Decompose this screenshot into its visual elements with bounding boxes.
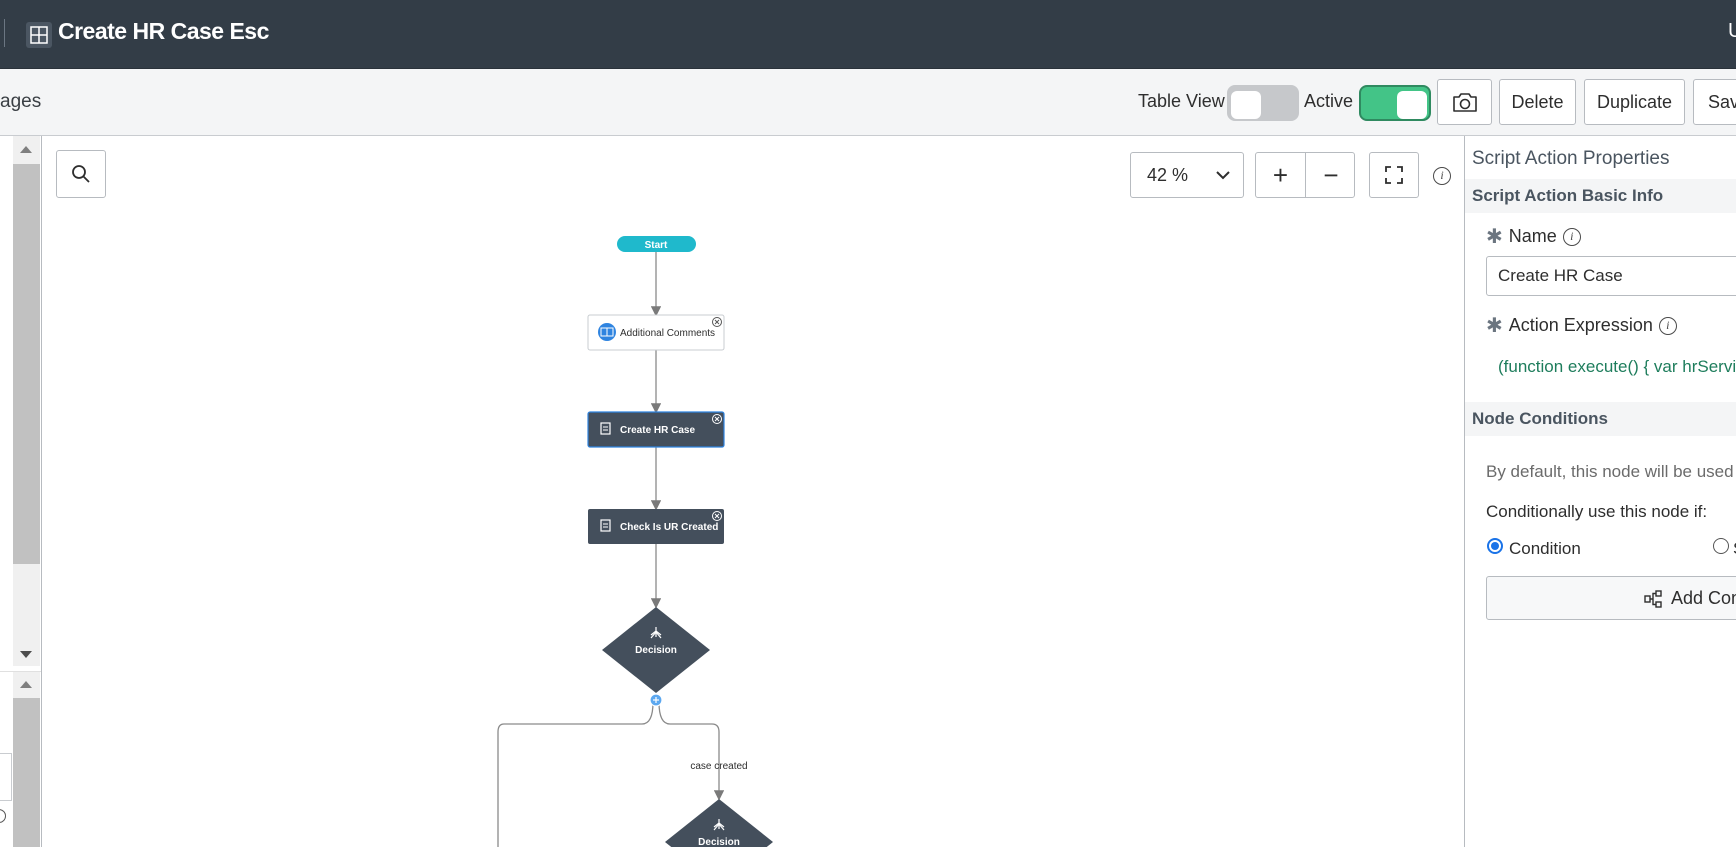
duplicate-button[interactable]: Duplicate: [1584, 79, 1685, 125]
branch-icon: [650, 627, 662, 639]
delete-button[interactable]: Delete: [1499, 79, 1576, 125]
check-created-node[interactable]: Check Is UR Created: [588, 509, 724, 544]
fit-to-screen-button[interactable]: [1369, 152, 1419, 198]
left-nav-label[interactable]: ages: [0, 91, 42, 112]
scrollbar-thumb[interactable]: [13, 698, 40, 847]
default-usage-text: By default, this node will be used: [1486, 462, 1734, 481]
info-button[interactable]: i: [1433, 166, 1451, 185]
start-node-label: Start: [645, 240, 668, 251]
radio-edge-icon: [0, 809, 6, 823]
toggle-knob: [1231, 91, 1261, 119]
node-conditions-section-header[interactable]: Node Conditions: [1465, 402, 1736, 436]
scroll-up-arrow-icon[interactable]: [20, 681, 32, 688]
required-asterisk-icon: ✱: [1486, 226, 1503, 248]
search-icon: [72, 165, 90, 183]
save-button[interactable]: Save: [1693, 79, 1736, 125]
branch-icon: [713, 819, 725, 831]
zoom-value: 42 %: [1147, 165, 1189, 185]
condition-tree-icon: [1644, 590, 1662, 608]
scroll-down-arrow-icon[interactable]: [20, 651, 32, 658]
script-icon: [600, 422, 611, 435]
zoom-select[interactable]: 42 %: [1130, 152, 1244, 198]
name-input[interactable]: Create HR Case: [1486, 256, 1736, 296]
camera-icon: [1452, 93, 1477, 112]
add-branch-icon[interactable]: [649, 693, 663, 707]
header-divider: [4, 19, 5, 47]
node-conditions-heading: Node Conditions: [1472, 409, 1608, 428]
decision-label: Decision: [635, 645, 677, 656]
active-toggle[interactable]: [1359, 85, 1431, 121]
info-icon[interactable]: i: [1658, 316, 1677, 335]
toggle-knob: [1397, 91, 1427, 119]
screenshot-button[interactable]: [1437, 79, 1492, 125]
condition-radio-label: Condition: [1509, 539, 1581, 558]
script-radio-label: S: [1733, 539, 1736, 559]
decision-node[interactable]: Decision: [665, 799, 773, 847]
page-title: Create HR Case Esc: [58, 18, 269, 44]
additional-comments-node[interactable]: Additional Comments: [587, 314, 725, 351]
zoom-controls: + −: [1255, 152, 1355, 198]
zoom-in-button[interactable]: +: [1256, 153, 1306, 197]
check-created-label: Check Is UR Created: [620, 522, 718, 533]
basic-info-section-header[interactable]: Script Action Basic Info: [1465, 179, 1736, 213]
panel-title: Script Action Properties: [1472, 148, 1670, 169]
action-expression-editor[interactable]: (function execute() { var hrServi: [1498, 357, 1736, 376]
info-icon[interactable]: i: [1562, 227, 1581, 246]
collapsed-panel-edge[interactable]: [0, 753, 12, 801]
script-radio[interactable]: [1713, 538, 1729, 554]
script-icon: [600, 519, 611, 532]
condition-radio[interactable]: [1487, 538, 1503, 554]
table-grid-icon: [26, 22, 52, 48]
connector-right-branch: [658, 701, 725, 801]
additional-comments-label: Additional Comments: [620, 328, 715, 339]
info-icon: i: [1433, 167, 1451, 185]
start-node[interactable]: Start: [617, 236, 696, 252]
create-hr-case-node[interactable]: Create HR Case: [587, 411, 725, 448]
rail-divider: [0, 671, 41, 672]
properties-panel: Script Action Properties Script Action B…: [1464, 136, 1736, 847]
add-condition-label: Add Con: [1671, 588, 1736, 608]
scrollbar-thumb[interactable]: [13, 164, 40, 564]
user-menu-initial[interactable]: U: [1728, 20, 1736, 42]
name-label-text: Name: [1508, 226, 1557, 246]
connector-left-branch: [497, 701, 654, 847]
create-hr-case-label: Create HR Case: [620, 425, 695, 436]
zoom-out-button[interactable]: −: [1323, 159, 1339, 190]
app-header: Create HR Case Esc U: [0, 0, 1736, 69]
decision-label: Decision: [698, 837, 740, 847]
add-condition-button[interactable]: Add Con: [1486, 576, 1736, 620]
table-view-toggle[interactable]: [1227, 85, 1299, 121]
action-expression-label-text: Action Expression: [1508, 315, 1653, 335]
table-view-label: Table View: [1138, 91, 1225, 111]
edge-label-case-created[interactable]: case created: [690, 761, 747, 772]
action-expression-label: ✱ Action Expression i: [1486, 313, 1677, 338]
decision-node[interactable]: Decision: [602, 607, 710, 693]
chevron-down-icon: [1216, 171, 1230, 180]
flow-diagram: Start Additional Comments Create HR Case: [497, 236, 773, 847]
basic-info-heading: Script Action Basic Info: [1472, 186, 1664, 205]
search-button[interactable]: [56, 150, 106, 198]
conditional-usage-text: Conditionally use this node if:: [1486, 502, 1708, 521]
designer-toolbar: ages Table View Active Delete Duplicate …: [0, 69, 1736, 136]
flow-canvas[interactable]: 42 % + − i Start: [42, 136, 1464, 847]
left-rail: [0, 136, 42, 847]
active-label: Active: [1304, 91, 1354, 111]
scroll-up-arrow-icon[interactable]: [20, 146, 32, 153]
required-asterisk-icon: ✱: [1486, 315, 1503, 337]
name-field-label: ✱ Name i: [1486, 224, 1581, 249]
fullscreen-icon: [1385, 166, 1403, 184]
